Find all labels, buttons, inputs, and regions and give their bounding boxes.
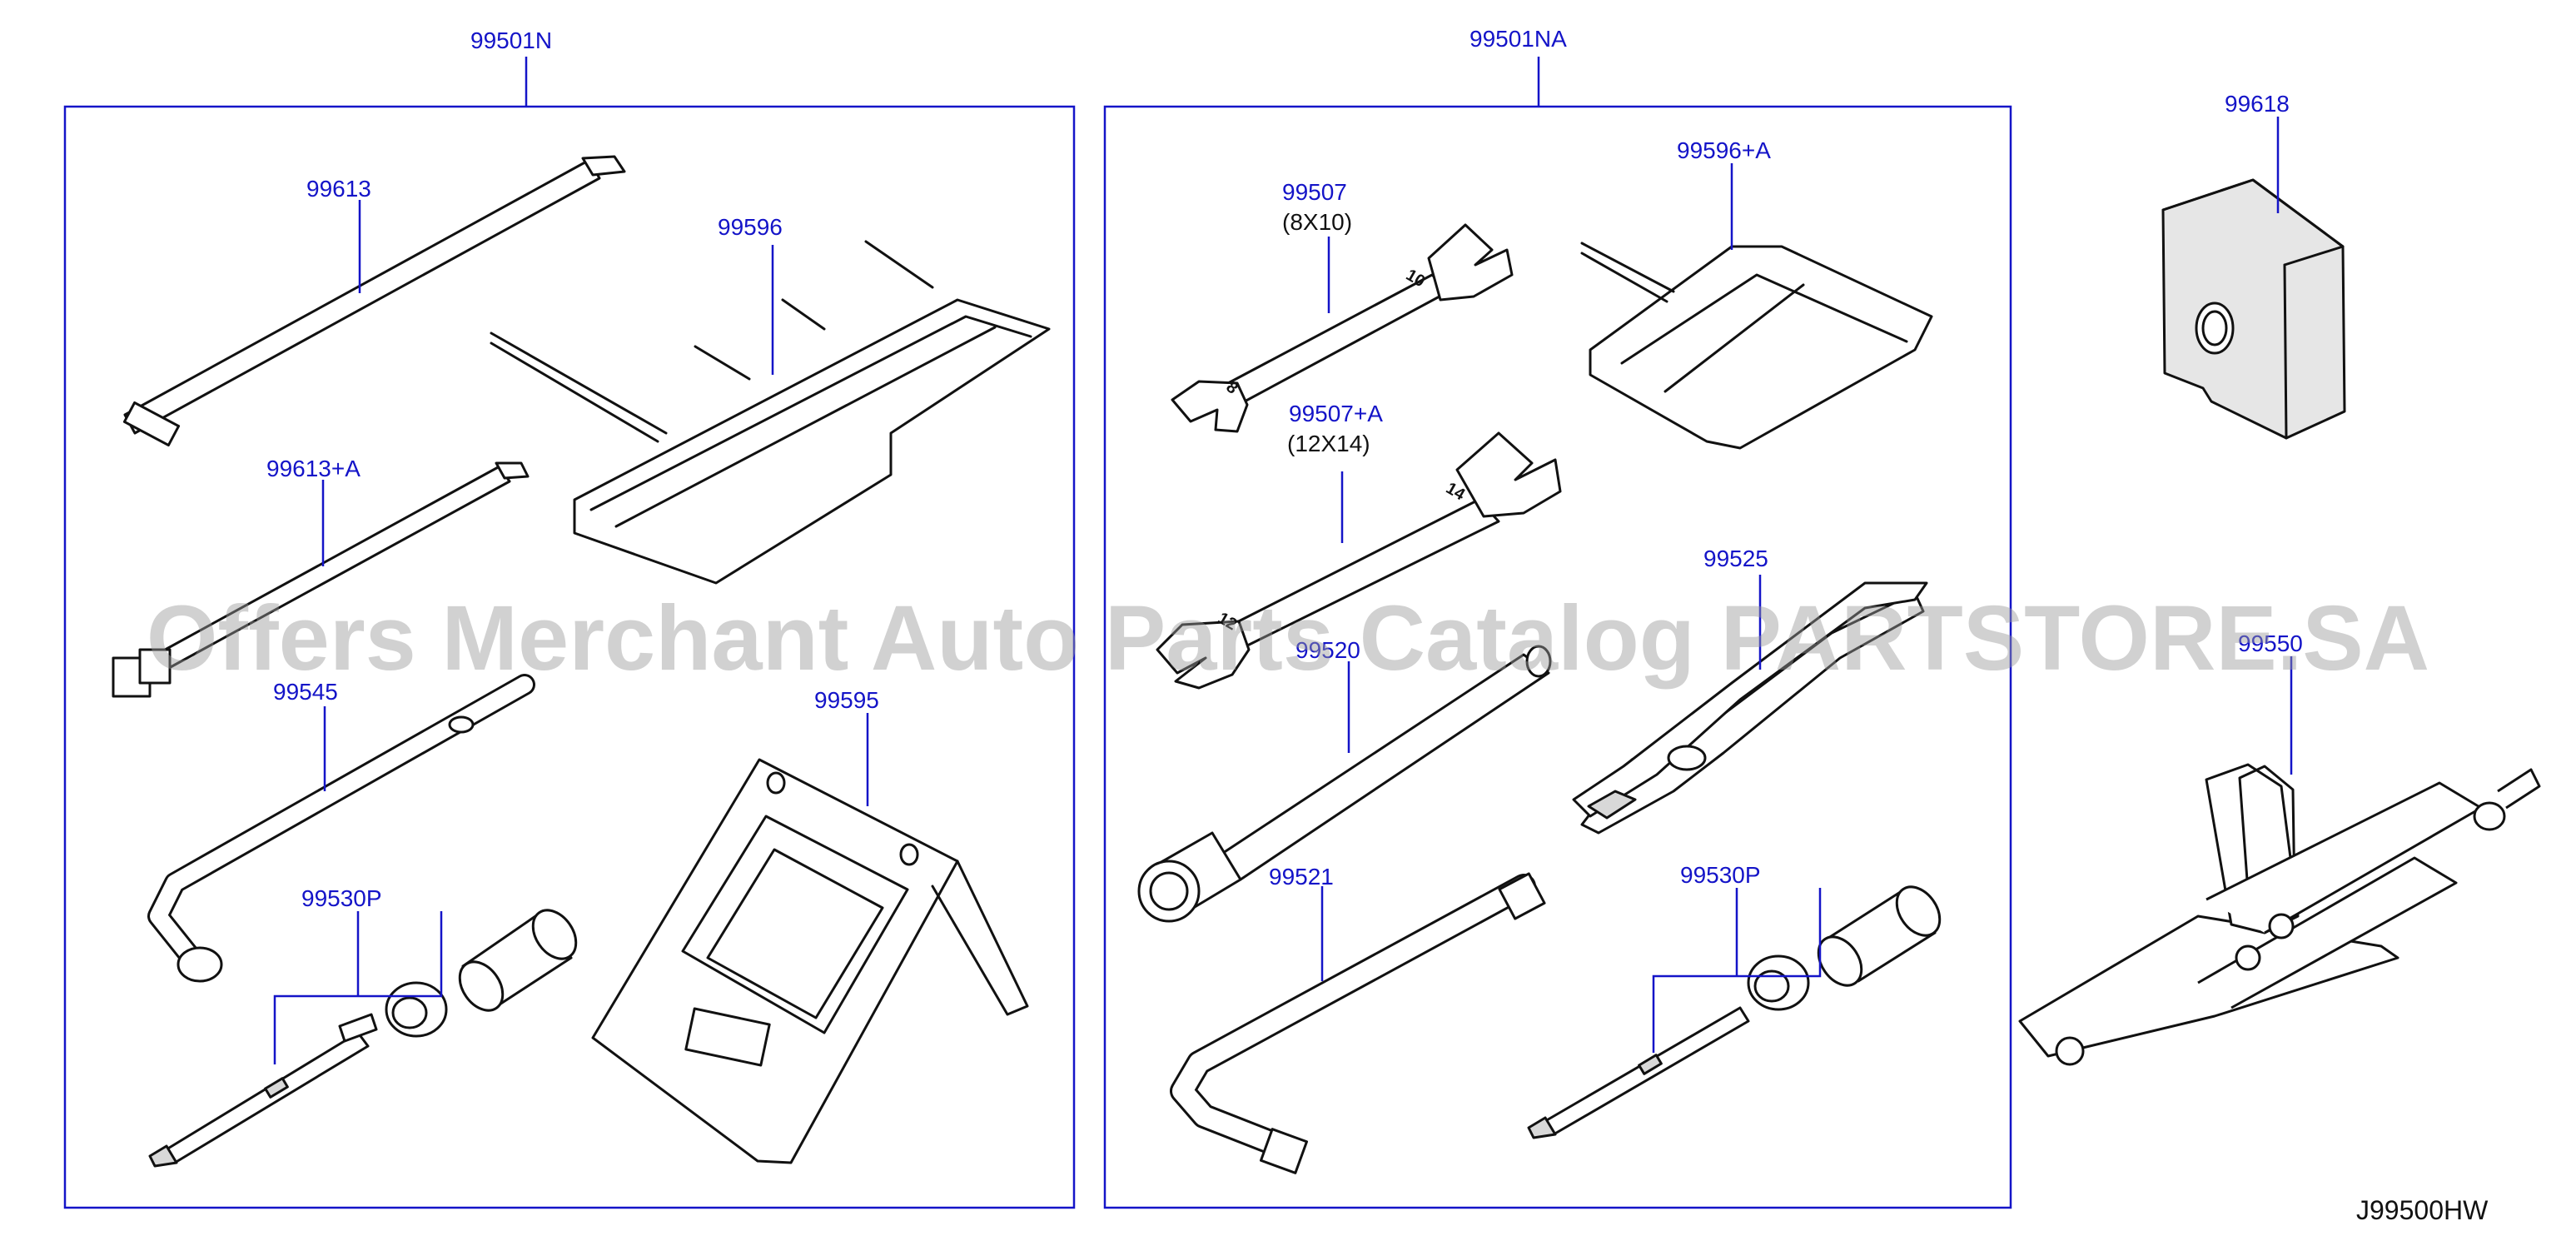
rod-99613-drawing — [122, 155, 626, 447]
pouch-99596a-drawing — [1580, 242, 1933, 450]
part-size-99507a: (12X14) — [1287, 431, 1370, 456]
watermark: Offers Merchant Auto Parts Catalog PARTS… — [147, 587, 2429, 690]
part-label-99525[interactable]: 99525 — [1703, 546, 1768, 571]
kit-box-99501na — [1103, 105, 2012, 1209]
part-label-99613a[interactable]: 99613+A — [266, 456, 361, 481]
part-label-99545[interactable]: 99545 — [273, 679, 338, 705]
kit-box-99501n — [63, 105, 1076, 1209]
part-label-99520[interactable]: 99520 — [1295, 637, 1360, 663]
diagram-code: J99500HW — [2356, 1195, 2489, 1225]
block-99618-drawing — [2161, 178, 2346, 440]
extension-99520-drawing — [1137, 645, 1552, 923]
wrench-99507a-drawing: 14 12 — [1156, 431, 1562, 690]
wrench-99507-drawing: 10 8 — [1171, 223, 1514, 433]
wrench-99545-drawing — [147, 674, 535, 983]
screwdriver-99530p-left-drawing — [148, 909, 578, 1168]
part-label-99550[interactable]: 99550 — [2238, 630, 2303, 656]
part-label-99618[interactable]: 99618 — [2225, 91, 2290, 117]
tray-99595-drawing — [591, 758, 1029, 1164]
part-label-99595[interactable]: 99595 — [814, 687, 879, 713]
part-label-99596a[interactable]: 99596+A — [1677, 137, 1771, 163]
jack-99550-drawing — [2018, 763, 2541, 1066]
pliers-99525-drawing — [1572, 581, 1928, 835]
lbar-99521-drawing — [1170, 872, 1546, 1174]
pouch-99596-drawing — [490, 240, 1051, 585]
part-label-99530p-left[interactable]: 99530P — [301, 885, 382, 911]
part-label-99530p-mid[interactable]: 99530P — [1680, 862, 1761, 888]
part-label-99596[interactable]: 99596 — [718, 214, 783, 240]
screwdriver-99530p-mid-drawing — [1527, 885, 1942, 1139]
part-label-99507a[interactable]: 99507+A — [1289, 401, 1383, 426]
part-size-99507: (8X10) — [1282, 209, 1352, 235]
part-label-99613[interactable]: 99613 — [306, 176, 371, 202]
part-label-99507[interactable]: 99507 — [1282, 179, 1347, 205]
group-label-99501n[interactable]: 99501N — [470, 27, 552, 53]
bar-99613a-drawing — [112, 461, 530, 698]
group-label-99501na[interactable]: 99501NA — [1470, 26, 1567, 52]
part-label-99521[interactable]: 99521 — [1269, 864, 1334, 890]
